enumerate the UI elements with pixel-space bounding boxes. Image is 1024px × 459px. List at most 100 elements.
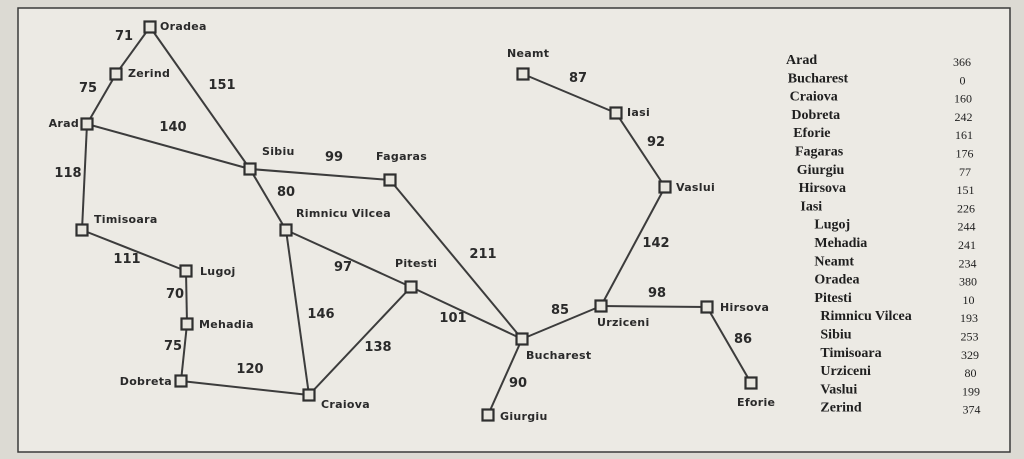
heuristic-value-bucharest: 0	[960, 73, 966, 87]
distance-label-fagaras-bucharest: 211	[469, 247, 496, 262]
heuristic-value-oradea: 380	[959, 275, 977, 289]
heuristic-value-lugoj: 244	[958, 220, 976, 234]
distance-label-craiova-pitesti: 138	[364, 340, 391, 355]
heuristic-city-rimnicu-vilcea: Rimnicu Vilcea	[820, 309, 911, 324]
heuristic-city-timisoara: Timisoara	[820, 346, 881, 361]
city-node-dobreta	[174, 374, 188, 388]
heuristic-city-fagaras: Fagaras	[795, 145, 844, 160]
city-label-zerind: Zerind	[128, 67, 170, 80]
city-node-arad	[80, 117, 94, 131]
city-node-neamt	[516, 67, 530, 81]
road-arad-sibiu	[86, 123, 251, 170]
city-label-rimnicu: Rimnicu Vilcea	[296, 207, 391, 220]
heuristic-value-mehadia: 241	[958, 238, 976, 252]
city-label-dobreta: Dobreta	[120, 375, 172, 388]
city-node-sibiu	[243, 162, 257, 176]
city-node-zerind	[109, 67, 123, 81]
road-oradea-zerind	[115, 26, 151, 75]
road-sibiu-rimnicu	[249, 168, 287, 231]
city-node-bucharest	[515, 332, 529, 346]
road-urziceni-vaslui	[600, 186, 666, 307]
heuristic-city-sibiu: Sibiu	[820, 328, 851, 343]
city-label-craiova: Craiova	[321, 398, 370, 411]
road-hirsova-eforie	[706, 306, 752, 384]
heuristic-city-dobreta: Dobreta	[791, 108, 840, 123]
heuristic-value-hirsova: 151	[957, 183, 975, 197]
road-rimnicu-craiova	[285, 229, 310, 396]
distance-label-urziceni-hirsova: 98	[648, 286, 666, 301]
road-vaslui-iasi	[615, 112, 666, 188]
road-bucharest-urziceni	[521, 305, 602, 340]
roads-layer	[81, 26, 752, 416]
heuristic-value-rimnicu-vilcea: 193	[960, 311, 978, 325]
road-iasi-neamt	[522, 73, 617, 114]
distance-label-oradea-sibiu: 151	[208, 78, 235, 93]
distance-label-vaslui-iasi: 92	[647, 135, 665, 150]
heuristic-city-iasi: Iasi	[800, 199, 822, 214]
city-labels-layer: OradeaZerindAradTimisoaraLugojMehadiaDob…	[49, 20, 775, 423]
distance-label-bucharest-urziceni: 85	[551, 303, 569, 318]
road-pitesti-bucharest	[410, 286, 523, 340]
road-oradea-sibiu	[149, 26, 251, 170]
city-label-neamt: Neamt	[507, 47, 549, 60]
heuristic-city-eforie: Eforie	[793, 126, 830, 141]
distance-label-lugoj-mehadia: 70	[166, 287, 184, 302]
city-node-oradea	[143, 20, 157, 34]
heuristic-city-neamt: Neamt	[814, 254, 854, 269]
city-node-hirsova	[700, 300, 714, 314]
heuristic-city-bucharest: Bucharest	[788, 71, 849, 86]
city-node-lugoj	[179, 264, 193, 278]
road-craiova-pitesti	[308, 286, 412, 396]
road-dobreta-craiova	[180, 380, 310, 396]
city-node-urziceni	[594, 299, 608, 313]
heuristic-value-iasi: 226	[957, 201, 975, 215]
city-nodes-layer	[75, 20, 758, 422]
city-label-bucharest: Bucharest	[526, 349, 591, 362]
city-label-mehadia: Mehadia	[199, 318, 254, 331]
city-label-sibiu: Sibiu	[262, 145, 295, 158]
city-label-arad: Arad	[49, 117, 79, 130]
city-node-vaslui	[658, 180, 672, 194]
city-label-timisoara: Timisoara	[94, 213, 158, 226]
heuristic-value-zerind: 374	[963, 403, 981, 417]
heuristic-value-timisoara: 329	[961, 348, 979, 362]
distance-label-rimnicu-pitesti: 97	[334, 260, 352, 275]
city-node-giurgiu	[481, 408, 495, 422]
city-label-eforie: Eforie	[737, 396, 775, 409]
road-fagaras-bucharest	[389, 179, 523, 340]
heuristic-city-arad: Arad	[786, 53, 817, 68]
city-node-fagaras	[383, 173, 397, 187]
distance-label-timisoara-lugoj: 111	[113, 252, 140, 267]
distance-label-oradea-zerind: 71	[115, 29, 133, 44]
city-node-craiova	[302, 388, 316, 402]
heuristic-city-hirsova: Hirsova	[799, 181, 846, 196]
road-zerind-arad	[86, 73, 117, 125]
road-arad-timisoara	[81, 123, 88, 231]
heuristic-value-urziceni: 80	[965, 366, 977, 380]
heuristic-city-lugoj: Lugoj	[814, 218, 850, 233]
road-mehadia-dobreta	[180, 323, 188, 382]
city-label-iasi: Iasi	[627, 106, 650, 119]
road-sibiu-fagaras	[249, 168, 391, 181]
distance-label-urziceni-vaslui: 142	[642, 236, 669, 251]
heuristic-value-arad: 366	[953, 55, 971, 69]
heuristic-city-pitesti: Pitesti	[814, 291, 851, 306]
heuristic-value-craiova: 160	[954, 92, 972, 106]
city-node-pitesti	[404, 280, 418, 294]
distance-label-sibiu-rimnicu: 80	[277, 185, 295, 200]
city-label-giurgiu: Giurgiu	[500, 410, 548, 423]
distance-label-rimnicu-craiova: 146	[307, 307, 334, 322]
heuristic-city-craiova: Craiova	[790, 90, 838, 105]
heuristic-value-giurgiu: 77	[959, 165, 971, 179]
distance-label-mehadia-dobreta: 75	[164, 339, 182, 354]
heuristic-value-eforie: 161	[955, 128, 973, 142]
city-label-pitesti: Pitesti	[395, 257, 437, 270]
heuristic-city-vaslui: Vaslui	[820, 382, 857, 397]
distance-label-iasi-neamt: 87	[569, 71, 587, 86]
distance-label-pitesti-bucharest: 101	[439, 311, 466, 326]
heuristic-value-vaslui: 199	[962, 384, 980, 398]
distance-label-dobreta-craiova: 120	[236, 362, 263, 377]
heuristic-city-urziceni: Urziceni	[820, 364, 871, 379]
